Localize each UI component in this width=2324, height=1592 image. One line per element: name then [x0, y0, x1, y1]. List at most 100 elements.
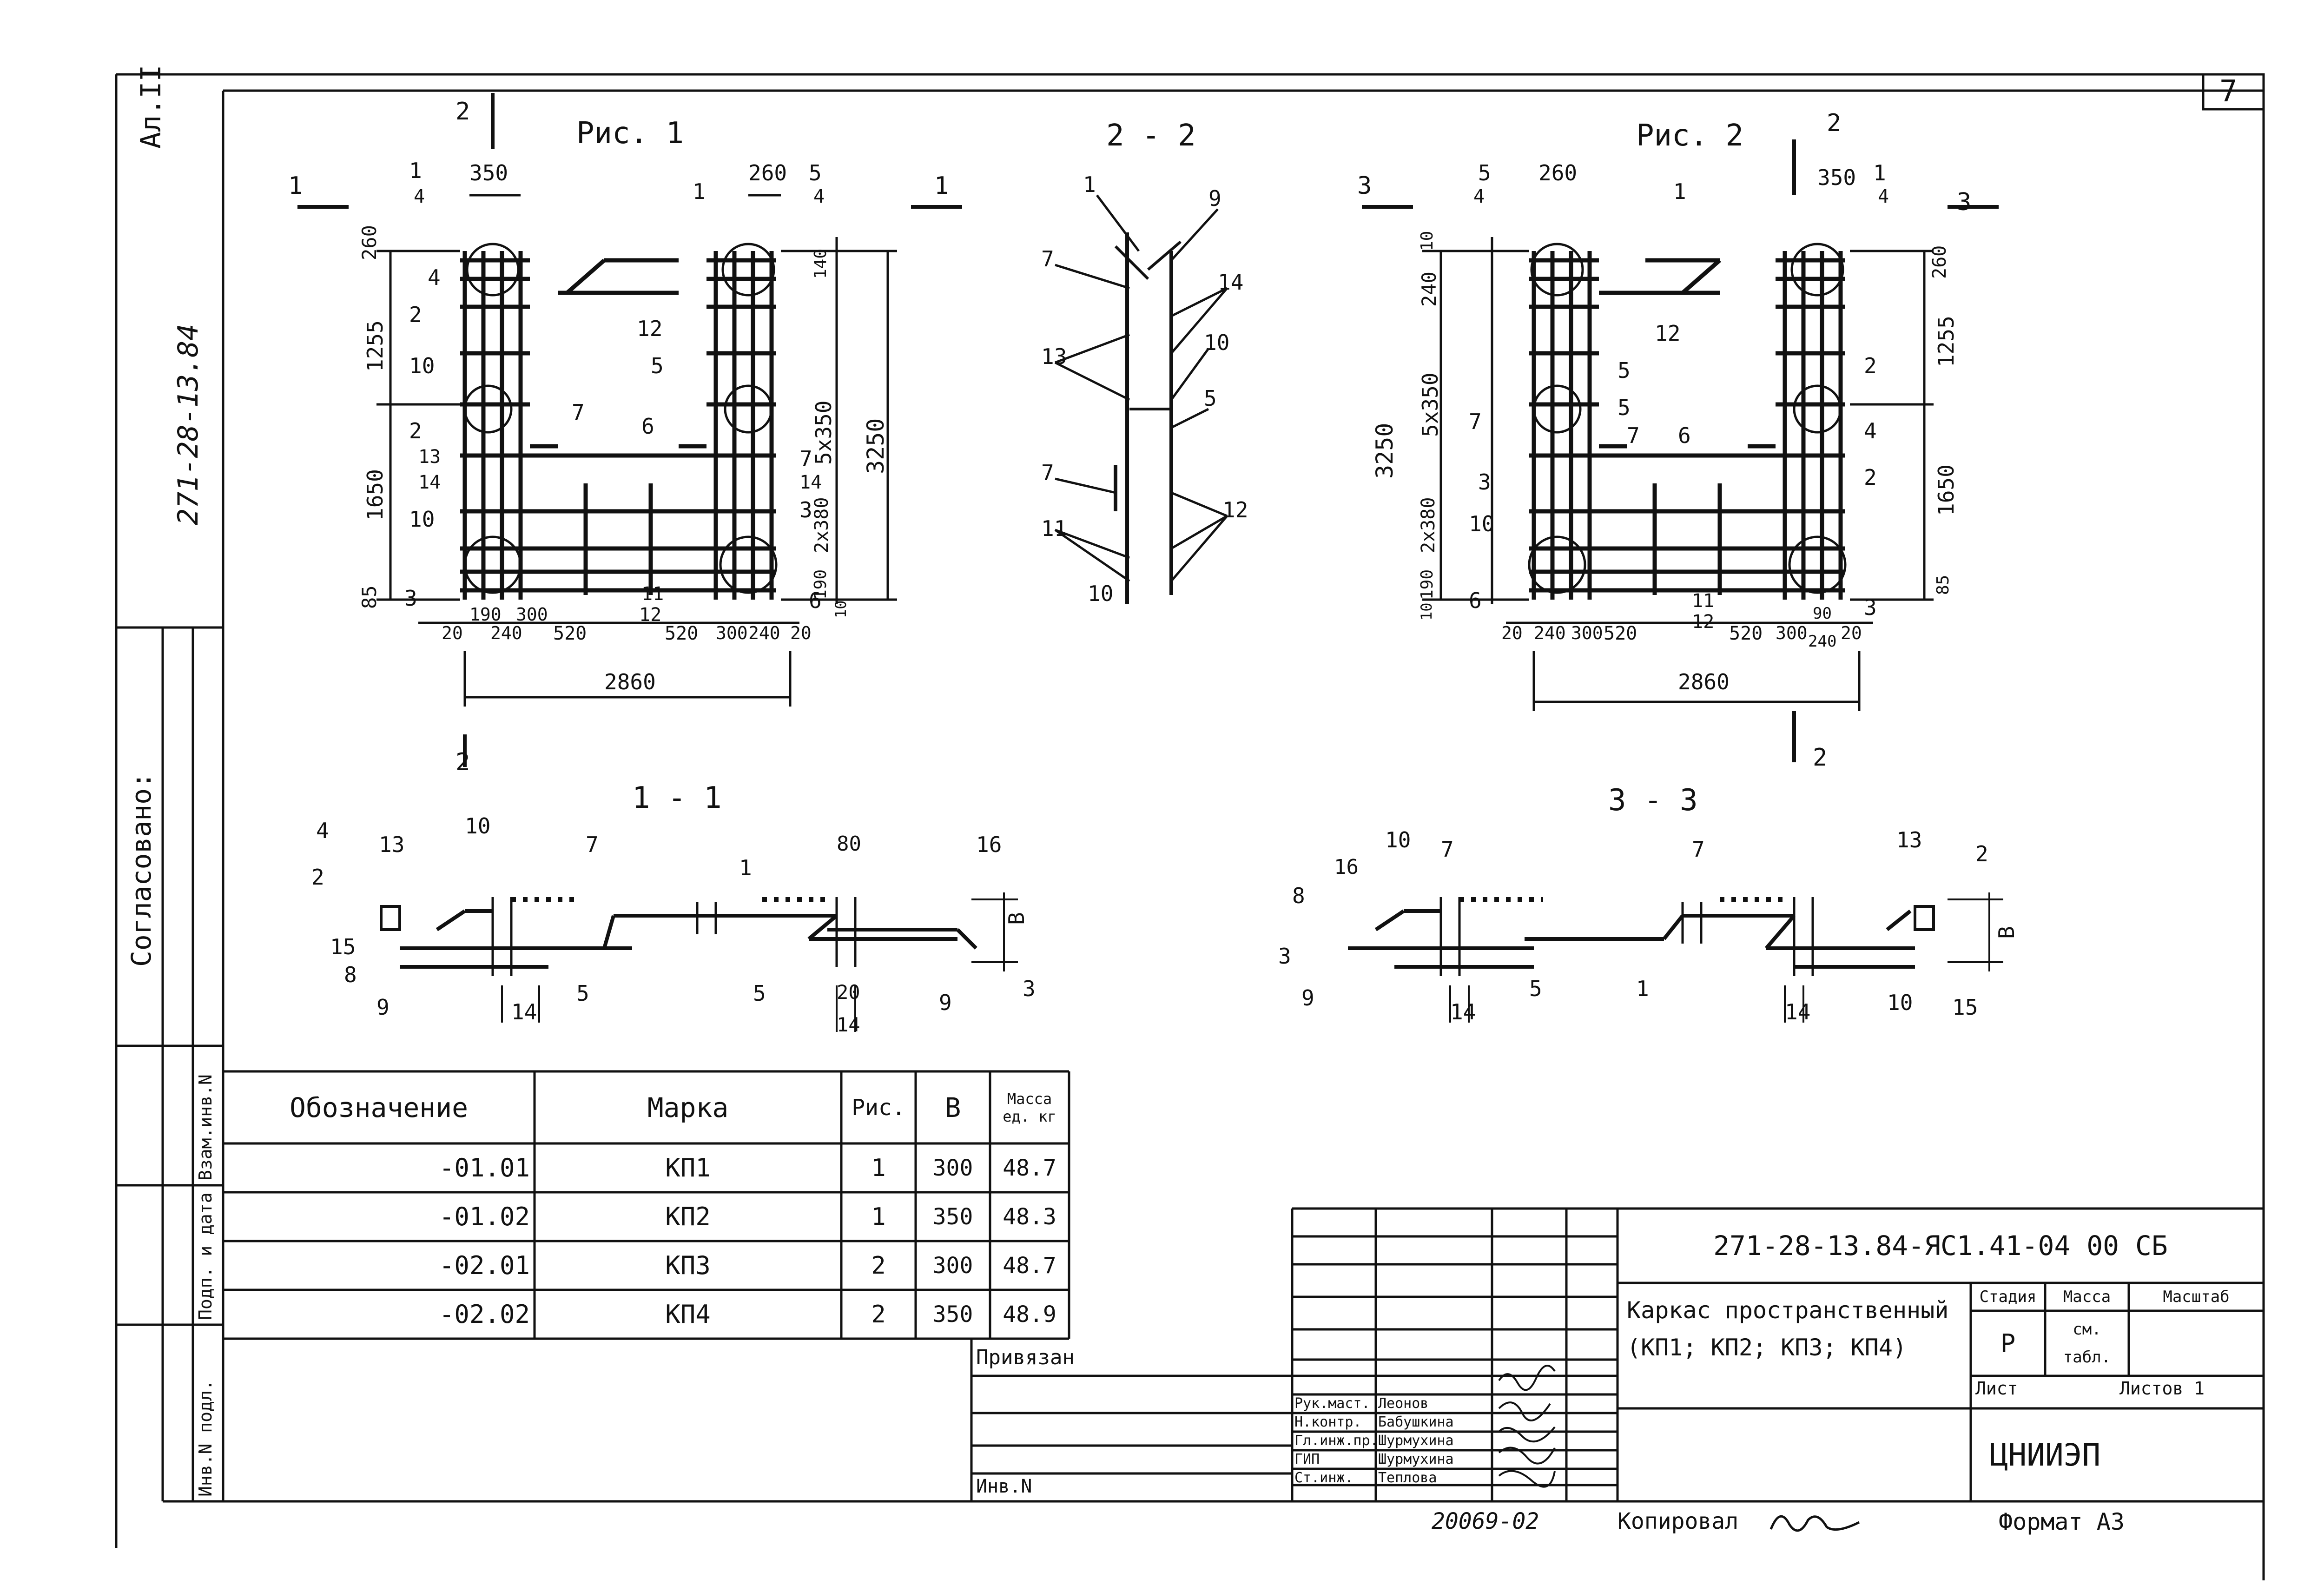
- sec33-callout: 16: [1334, 855, 1359, 879]
- table-row-b: 300: [932, 1155, 973, 1181]
- sec33-callout: 14: [1450, 999, 1476, 1024]
- sec22-callout: 13: [1041, 344, 1067, 369]
- fig2-callout: 6: [1469, 588, 1482, 613]
- stage-header: Стадия: [1979, 1288, 2037, 1306]
- fig1-callout: 4: [414, 186, 425, 207]
- fig2-dim: 90: [1813, 604, 1832, 623]
- sec11-callout: 9: [376, 995, 390, 1020]
- sec22-callout: 11: [1041, 516, 1067, 541]
- fig1-callout: 10: [409, 507, 435, 532]
- sec11-callout: 5: [576, 981, 589, 1006]
- side-label-signature: Подп. и дата: [195, 1192, 216, 1320]
- fig1-dim: 10: [832, 600, 850, 618]
- table-row-designation: -01.02: [439, 1202, 530, 1231]
- fig1-dim: 1650: [363, 469, 388, 521]
- stage-value: Р: [2000, 1328, 2016, 1358]
- fig2-dim: 85: [1934, 575, 1953, 595]
- fig2-callout: 5: [1478, 160, 1491, 185]
- fig2-callout: 5: [1618, 395, 1631, 420]
- table-row-mass: 48.7: [1003, 1252, 1056, 1279]
- fig2-section-mark: 3: [1357, 172, 1372, 200]
- fig2-callout: 10: [1469, 511, 1495, 536]
- table-row-b: 350: [932, 1301, 973, 1328]
- sec22-callout: 1: [1083, 172, 1096, 197]
- fig1-callout: 4: [428, 265, 441, 290]
- fig1-dim: 140: [811, 248, 830, 279]
- fig1-callout: 1: [693, 179, 706, 204]
- sec33-callout: 14: [1785, 999, 1811, 1024]
- sec11-callout: 2: [311, 865, 324, 890]
- fig1-callout: 6: [809, 588, 822, 613]
- footer-number: 20069-02: [1432, 1508, 1539, 1534]
- sec22-title: 2 - 2: [1106, 119, 1196, 153]
- fig2-callout: 11: [1692, 590, 1715, 612]
- tied-label: Привязан: [976, 1346, 1075, 1369]
- sec33-callout: 7: [1441, 837, 1454, 862]
- sec22-callout: 9: [1208, 186, 1221, 211]
- sec33-callout: 10: [1385, 827, 1411, 852]
- sec11-callout: 5: [753, 981, 766, 1006]
- footer-copied: Копировал: [1618, 1508, 1739, 1534]
- doc-title-line1: Каркас пространственный: [1627, 1297, 1949, 1324]
- side-album: Ал.II: [135, 65, 167, 149]
- fig1-callout: 5: [809, 160, 822, 185]
- fig1-callout: 2: [409, 418, 422, 443]
- fig2-dim: 3250: [1371, 423, 1398, 479]
- fig1-dim: 350: [469, 160, 508, 185]
- person-name: Теплова: [1378, 1470, 1437, 1486]
- fig2-callout: 1: [1673, 179, 1686, 204]
- fig2-dim: 10: [1418, 231, 1437, 251]
- sec11-callout: 9: [939, 990, 952, 1015]
- fig2-dim: 260: [1538, 160, 1578, 185]
- table-row-mass: 48.3: [1003, 1203, 1056, 1230]
- sec11-callout: 10: [465, 813, 491, 839]
- sec11-dim: 14: [837, 1013, 860, 1036]
- sec33-callout: 15: [1952, 995, 1978, 1020]
- footer-format: Формат А3: [1999, 1508, 2125, 1535]
- fig2-callout: 3: [1478, 469, 1491, 495]
- role-label: Гл.инж.пр.: [1294, 1433, 1379, 1449]
- sec33-callout: 5: [1529, 976, 1542, 1001]
- fig2-section-mark: 3: [1957, 188, 1972, 216]
- fig2-section-mark: 2: [1813, 744, 1828, 772]
- fig1-callout: 14: [418, 472, 441, 493]
- side-code: 271-28-13.84: [172, 324, 205, 525]
- table-row-figure: 1: [871, 1154, 886, 1182]
- sec33-callout: 2: [1975, 841, 1988, 866]
- fig2-callout: 2: [1864, 465, 1877, 490]
- sec11-callout: 14: [511, 999, 537, 1024]
- sec33-callout: 10: [1887, 990, 1913, 1015]
- fig1-callout: 4: [813, 186, 825, 207]
- sec11-callout: 15: [330, 934, 356, 959]
- fig2-dim: 1255: [1934, 316, 1959, 367]
- inv-label: Инв.N: [976, 1476, 1032, 1497]
- sec33-title: 3 - 3: [1608, 783, 1698, 818]
- fig1-dim: 5x350: [811, 400, 836, 465]
- sec11-callout: 16: [976, 832, 1002, 857]
- fig1-dim: 240: [748, 623, 780, 643]
- spec-header-figure: Рис.: [852, 1094, 905, 1121]
- table-row-designation: -02.02: [439, 1300, 530, 1329]
- sec11-callout: 7: [586, 832, 599, 857]
- sheet-label: Лист: [1975, 1378, 2018, 1399]
- spec-header-mark: Марка: [647, 1091, 729, 1123]
- sec11-callout: 3: [1023, 976, 1036, 1001]
- fig2-dim: 2x380: [1418, 497, 1439, 553]
- fig2-callout: 3: [1864, 595, 1877, 620]
- fig1-title: Рис. 1: [576, 116, 684, 151]
- sec22-callout: 7: [1041, 460, 1054, 485]
- person-name: Леонов: [1378, 1395, 1429, 1412]
- fig1-dim: 20: [442, 623, 463, 643]
- fig2-dim: 350: [1817, 165, 1856, 190]
- fig1-callout: 13: [418, 446, 441, 468]
- sec22-callout: 10: [1204, 330, 1230, 355]
- role-label: Рук.маст.: [1294, 1395, 1370, 1412]
- sec33-callout: 3: [1278, 944, 1291, 969]
- role-label: Н.контр.: [1294, 1414, 1362, 1430]
- fig2-callout: 7: [1627, 423, 1640, 448]
- sec33-callout: 7: [1692, 837, 1705, 862]
- fig1-callout: 2: [409, 302, 422, 327]
- fig2-callout: 7: [1469, 409, 1482, 434]
- fig1-dim: 300: [716, 623, 748, 643]
